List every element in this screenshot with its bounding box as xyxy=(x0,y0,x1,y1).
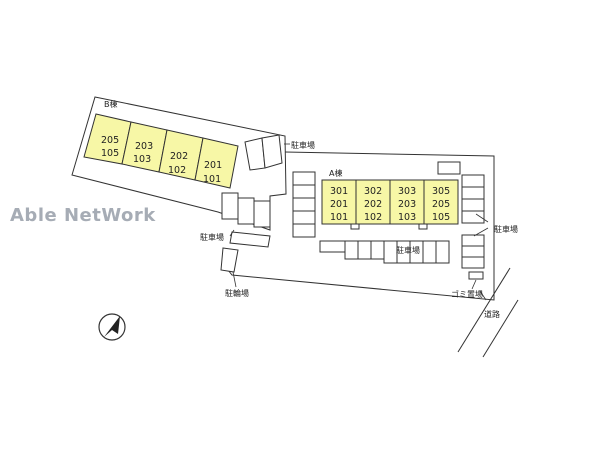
unit-a-col-1 xyxy=(321,179,357,225)
site-boundary-a xyxy=(227,151,495,301)
unit-number: 103 xyxy=(398,212,416,223)
unit-number: 202 xyxy=(170,151,188,162)
unit-number: 101 xyxy=(330,212,348,223)
unit-b-201 xyxy=(194,137,239,189)
unit-a-col-3 xyxy=(389,179,425,225)
road-label: 道路 xyxy=(484,309,500,319)
building-a-label: A棟 xyxy=(329,168,342,178)
unit-number: 102 xyxy=(168,165,186,176)
unit-number: 105 xyxy=(432,212,450,223)
garbage-area-label: ゴミ置場 xyxy=(451,289,483,299)
unit-number: 103 xyxy=(133,154,151,165)
entrance-notch xyxy=(350,223,360,230)
unit-number: 205 xyxy=(432,199,450,210)
north-arrow-icon xyxy=(98,313,126,341)
unit-number: 101 xyxy=(203,174,221,185)
entrance-notch xyxy=(418,223,428,230)
parking-label-left: 駐車場 xyxy=(200,232,224,242)
unit-number: 203 xyxy=(398,199,416,210)
unit-number: 202 xyxy=(364,199,382,210)
parking-spaces xyxy=(220,134,485,280)
parking-label-top: 駐車場 xyxy=(291,140,315,150)
unit-number: 205 xyxy=(101,135,119,146)
road-edge-left xyxy=(457,267,511,353)
unit-number: 201 xyxy=(330,199,348,210)
unit-number: 301 xyxy=(330,186,348,197)
road-edge-right xyxy=(482,299,519,358)
unit-number: 105 xyxy=(101,148,119,159)
unit-number: 201 xyxy=(204,160,222,171)
unit-number: 302 xyxy=(364,186,382,197)
parking-label-center: 駐車場 xyxy=(396,245,420,255)
unit-number: 305 xyxy=(432,186,450,197)
unit-number: 203 xyxy=(135,141,153,152)
unit-number: 303 xyxy=(398,186,416,197)
bicycle-parking-label: 駐輪場 xyxy=(225,288,249,298)
building-b-label: B棟 xyxy=(104,99,118,109)
unit-a-col-4 xyxy=(423,179,459,225)
unit-number: 102 xyxy=(364,212,382,223)
watermark: Able NetWork xyxy=(10,205,156,226)
parking-label-right: 駐車場 xyxy=(494,224,518,234)
